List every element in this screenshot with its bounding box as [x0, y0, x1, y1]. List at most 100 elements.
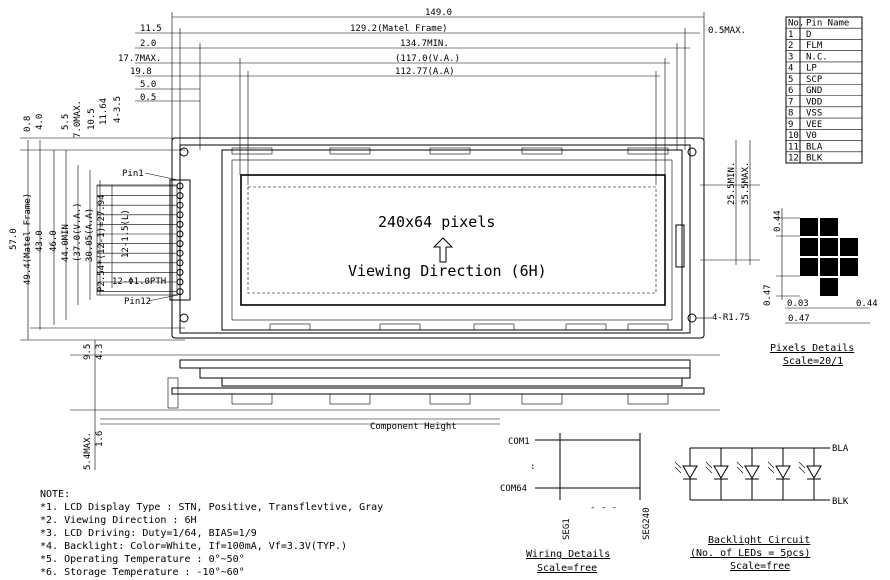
notes-title: NOTE:: [40, 489, 70, 500]
dim-57-0: 57.0: [9, 228, 19, 250]
pin12-label: Pin12: [124, 297, 151, 307]
pixel-dim-0-03: 0.03: [787, 299, 809, 309]
pin-table-no: 3: [788, 52, 793, 62]
pixel-dim-0-44-v: 0.44: [773, 210, 783, 232]
pixel-details-title: Pixels Details: [770, 343, 854, 354]
dim-4-0: 4.0: [35, 114, 45, 130]
pin-table-name: SCP: [806, 75, 823, 85]
pin-table-name: VDD: [806, 97, 822, 107]
pixel-details: 0.44 0.47 0.03 0.44 0.47 Pixels Details …: [763, 208, 878, 367]
dim-11-5: 11.5: [140, 24, 162, 34]
dim-4-3: 4.3: [95, 344, 105, 360]
top-dimensions: 149.0 11.5 129.2(Matel Frame) 0.5MAX. 2.…: [118, 8, 746, 300]
pin-table-no: 2: [788, 41, 793, 51]
dim-metal-frame: 129.2(Matel Frame): [350, 24, 448, 34]
dim-0-5max: 0.5MAX.: [708, 26, 746, 36]
wiring-vdots: :: [530, 462, 535, 472]
pin-table-name: D: [806, 30, 811, 40]
display-viewing-label: Viewing Direction (6H): [348, 262, 547, 280]
pin-table-no: 9: [788, 120, 793, 130]
pin-table-no: 5: [788, 75, 793, 85]
pin-table-name: N.C.: [806, 52, 828, 62]
led-icon: [705, 448, 729, 500]
backlight-blk: BLK: [832, 497, 849, 507]
module-side-view: 9.5 4.3 5.4MAX. 1.6 Component Height: [70, 340, 720, 470]
dim-va: (117.0(V.A.): [395, 54, 460, 64]
pin-table-no: 11: [788, 142, 799, 152]
dim-7-0max: 7.0MAX.: [73, 100, 83, 138]
dim-19-8: 19.8: [130, 67, 152, 77]
notes: NOTE: *1. LCD Display Type : STN, Positi…: [40, 489, 383, 578]
pin-table-name: GND: [806, 86, 822, 96]
pin-table-no: 6: [788, 86, 793, 96]
pin-table-no: 1: [788, 30, 793, 40]
dim-overall-width: 149.0: [425, 8, 452, 18]
pin-table-name: BLA: [806, 142, 823, 152]
pixel-details-scale: Scale=20/1: [783, 356, 843, 367]
wiring-seg240: SEG240: [642, 507, 652, 540]
dim-0-5: 0.5: [140, 93, 156, 103]
component-height-label: Component Height: [370, 422, 457, 432]
pin-table-name: FLM: [806, 41, 823, 51]
dim-46-0: 46.0: [49, 230, 59, 252]
note-line-5: *5. Operating Temperature : 0°~50°: [40, 554, 245, 565]
pixel-dim-0-47-v: 0.47: [763, 284, 773, 306]
note-line-4: *4. Backlight: Color=White, If=100mA, Vf…: [40, 541, 347, 552]
note-line-2: *2. Viewing Direction : 6H: [40, 515, 197, 526]
led-icon: [767, 448, 791, 500]
pin-table-no: 10: [788, 131, 799, 141]
wiring-com1: COM1: [508, 437, 530, 447]
backlight-bla: BLA: [832, 444, 849, 454]
pin-table-no: 7: [788, 97, 793, 107]
pin-table-no: 4: [788, 64, 793, 74]
dim-radius: 4-R1.75: [712, 313, 750, 323]
viewing-arrow-icon: [432, 237, 454, 263]
dim-1-6: 1.6: [95, 431, 105, 447]
dim-pin-length: 12-1.5(L): [121, 209, 131, 258]
pin-table-name: BLK: [806, 154, 823, 164]
display-pixels-label: 240x64 pixels: [378, 213, 495, 231]
pin-table-no: 12: [788, 154, 799, 164]
dim-25-5min: 25.5MIN.: [727, 162, 737, 205]
left-dimensions: 0.8 4.0 5.5 7.0MAX. 10.5 11.64 4-3.5 57.…: [9, 96, 185, 341]
wiring-details: COM1 COM64 : SEG1 SEG240 - - - Wiring De…: [500, 433, 652, 574]
dim-35-5max: 35.5MAX.: [741, 162, 751, 205]
wiring-com64: COM64: [500, 484, 527, 494]
led-icon: [674, 448, 698, 500]
pin-table-no: 8: [788, 109, 793, 119]
module-front-view: 25.5MIN. 35.5MAX. 4-R1.75 240x64 pixels …: [96, 137, 760, 339]
note-line-3: *3. LCD Driving: Duty=1/64, BIAS=1/9: [40, 528, 257, 539]
backlight-circuit: BLA BLK Backlight Circuit (No. of LEDs =…: [674, 444, 849, 572]
pin-table-header-no: No.: [788, 19, 804, 29]
backlight-scale: Scale=free: [730, 561, 790, 572]
dim-2-0: 2.0: [140, 39, 156, 49]
note-line-1: *1. LCD Display Type : STN, Positive, Tr…: [40, 502, 383, 513]
wiring-hdots: - - -: [590, 503, 617, 513]
pin-table-name: VSS: [806, 109, 822, 119]
dim-9-5: 9.5: [83, 344, 93, 360]
dim-30-05: 30.05(A.A): [85, 208, 95, 262]
pin1-label: Pin1: [122, 169, 144, 179]
dim-5-5: 5.5: [61, 114, 71, 130]
dim-pitch: P2.54*(12-1)=27.94: [97, 194, 107, 292]
dim-134-7min: 134.7MIN.: [400, 39, 449, 49]
dim-5-4max: 5.4MAX.: [83, 432, 93, 470]
backlight-subtitle: (No. of LEDs = 5pcs): [690, 548, 810, 559]
wiring-title: Wiring Details: [526, 549, 610, 560]
pin-header-pins: [97, 182, 184, 296]
wiring-seg1: SEG1: [562, 518, 572, 540]
dim-37-0: (37.0(V.A.): [73, 202, 83, 262]
pixel-dim-0-44-h: 0.44: [856, 299, 878, 309]
dim-5-0: 5.0: [140, 80, 156, 90]
led-icon: [736, 448, 760, 500]
dim-0-8: 0.8: [23, 116, 33, 132]
dim-43-0: 43.0: [35, 230, 45, 252]
pin-table-name: V0: [806, 131, 817, 141]
dim-aa: 112.77(A.A): [395, 67, 455, 77]
led-icon: [798, 448, 822, 500]
dim-11-64: 11.64: [99, 98, 109, 125]
backlight-title: Backlight Circuit: [708, 535, 810, 546]
dim-44-0min: 44.0MIN: [61, 224, 71, 262]
